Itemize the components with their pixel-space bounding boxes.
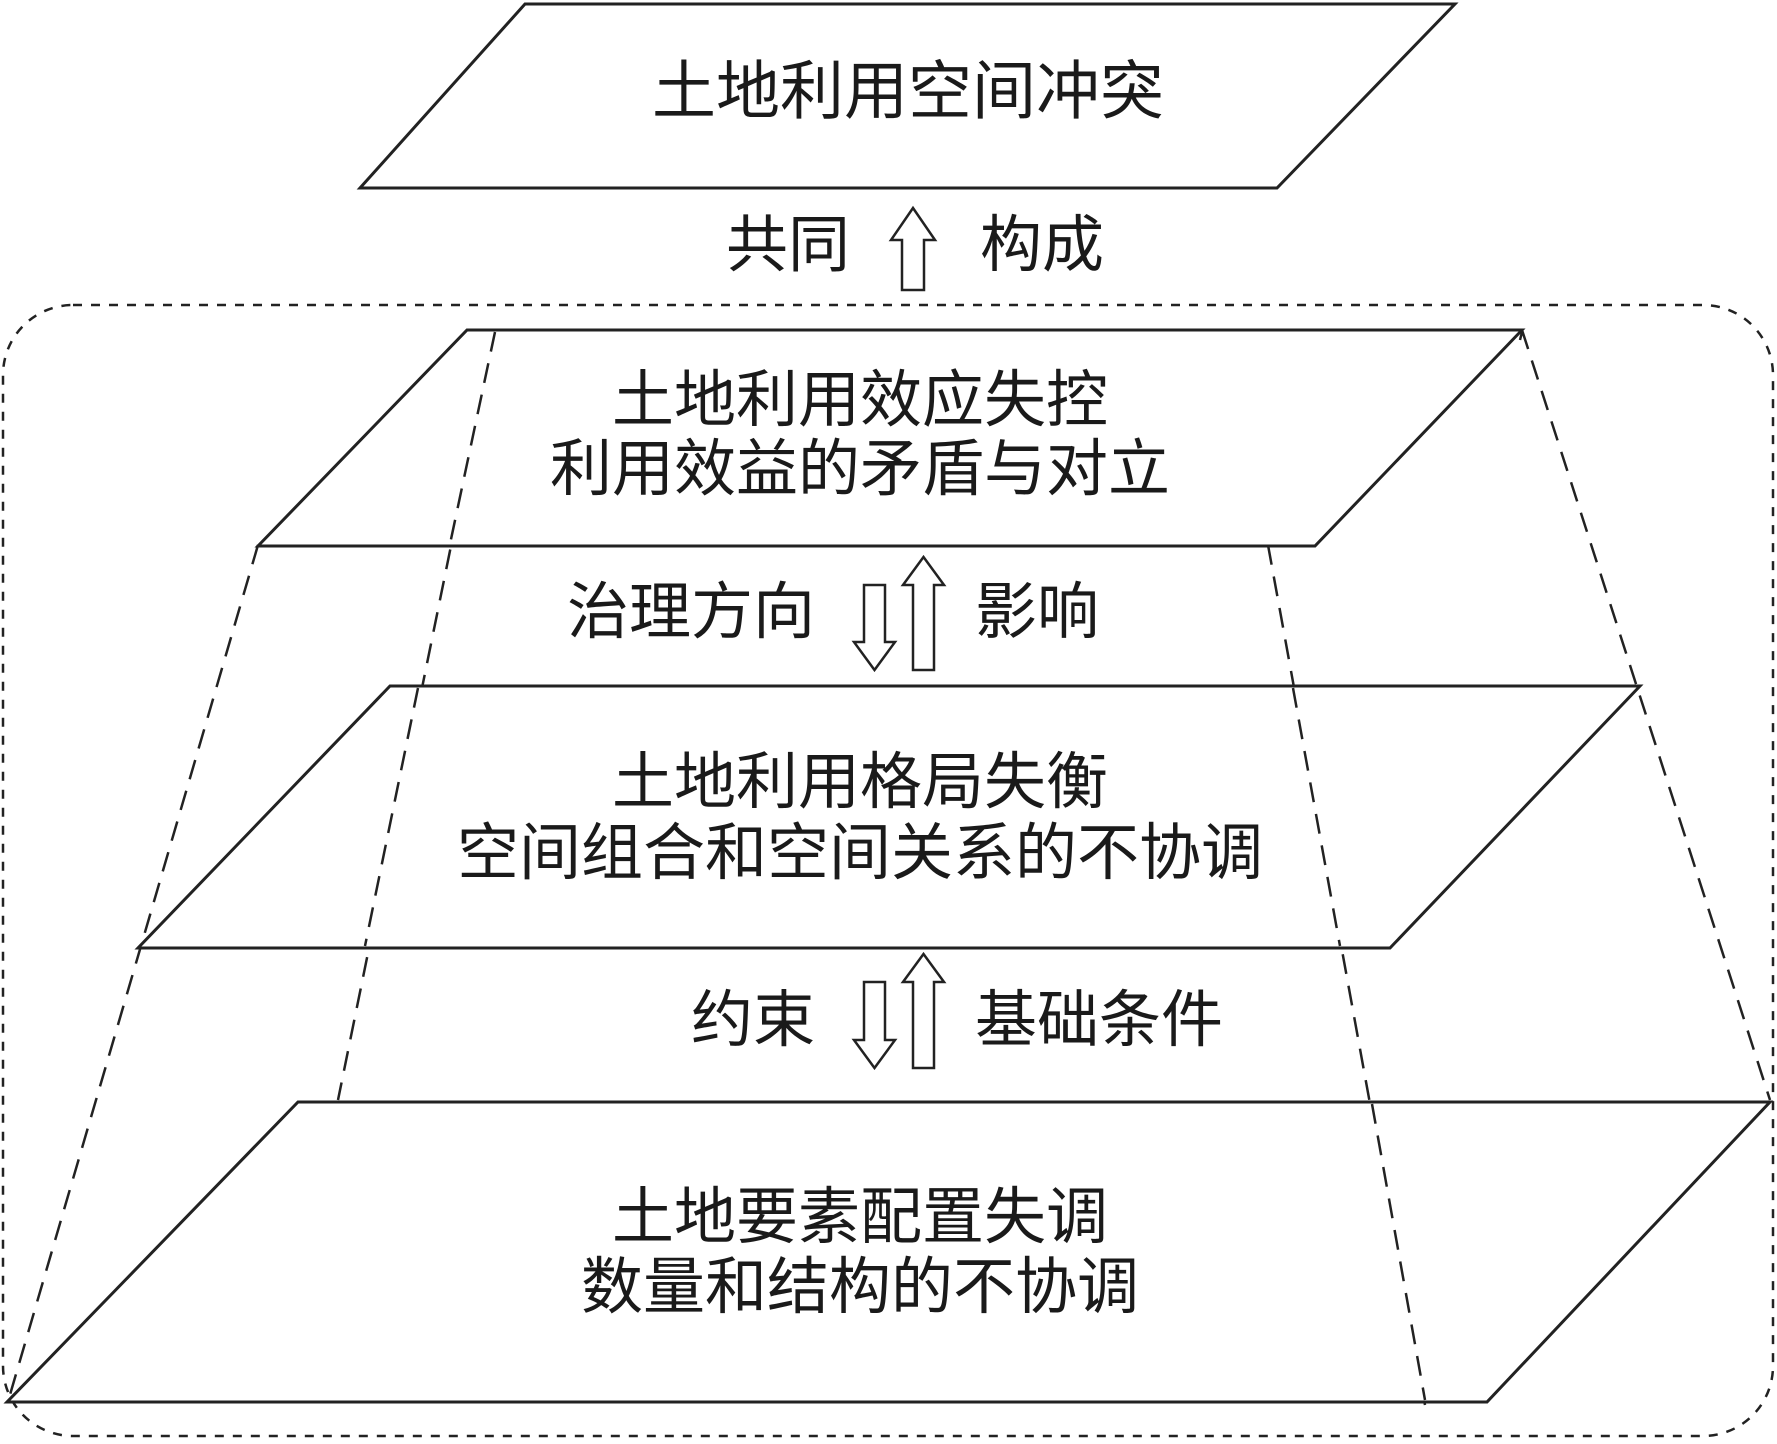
pattern-dash-inner-right xyxy=(1291,687,1342,947)
layer-effect-line2: 利用效益的矛盾与对立 xyxy=(550,432,1170,505)
relation-1-right-label: 构成 xyxy=(980,208,1104,281)
factor-inner-dashes xyxy=(1370,1103,1427,1401)
layer-pattern-line2: 空间组合和空间关系的不协调 xyxy=(457,816,1263,889)
relation-3-left-label: 约束 xyxy=(691,983,815,1056)
layer-top-title: 土地利用空间冲突 xyxy=(652,56,1164,130)
relation-2-right-label: 影响 xyxy=(975,575,1099,648)
down-hollow-arrow-icon xyxy=(851,980,898,1071)
layer-factor-line1: 土地要素配置失调 xyxy=(612,1180,1108,1253)
up-hollow-arrow-icon xyxy=(900,951,947,1070)
pattern-dash-inner-left xyxy=(363,687,420,947)
up-hollow-arrow-icon xyxy=(900,554,947,672)
up-hollow-arrow-icon xyxy=(888,205,938,292)
effect-dash-right xyxy=(1518,331,1524,341)
layer-top-box xyxy=(356,2,1459,190)
layer-pattern-box xyxy=(134,684,1644,950)
relation-3-right-label: 基础条件 xyxy=(975,983,1223,1056)
layer-pattern-line1: 土地利用格局失衡 xyxy=(612,745,1108,818)
layer-factor-box xyxy=(3,1100,1774,1404)
edge-line-outer-right xyxy=(1520,329,1772,1101)
layer-effect-box xyxy=(254,328,1526,548)
dashed-boundary xyxy=(1,303,1775,1438)
factor-dash-inner-right xyxy=(1370,1103,1427,1401)
effect-dash-left xyxy=(448,331,497,545)
down-hollow-arrow-icon xyxy=(851,583,898,673)
pattern-inner-dashes xyxy=(363,687,1342,947)
relation-1-left-label: 共同 xyxy=(726,208,850,281)
layer-factor-line2: 数量和结构的不协调 xyxy=(581,1250,1139,1323)
effect-inner-dashes xyxy=(448,331,1524,545)
layer-effect-line1: 土地利用效应失控 xyxy=(612,363,1108,436)
relation-2-left-label: 治理方向 xyxy=(567,575,815,648)
edge-line-outer-left xyxy=(5,544,260,1406)
